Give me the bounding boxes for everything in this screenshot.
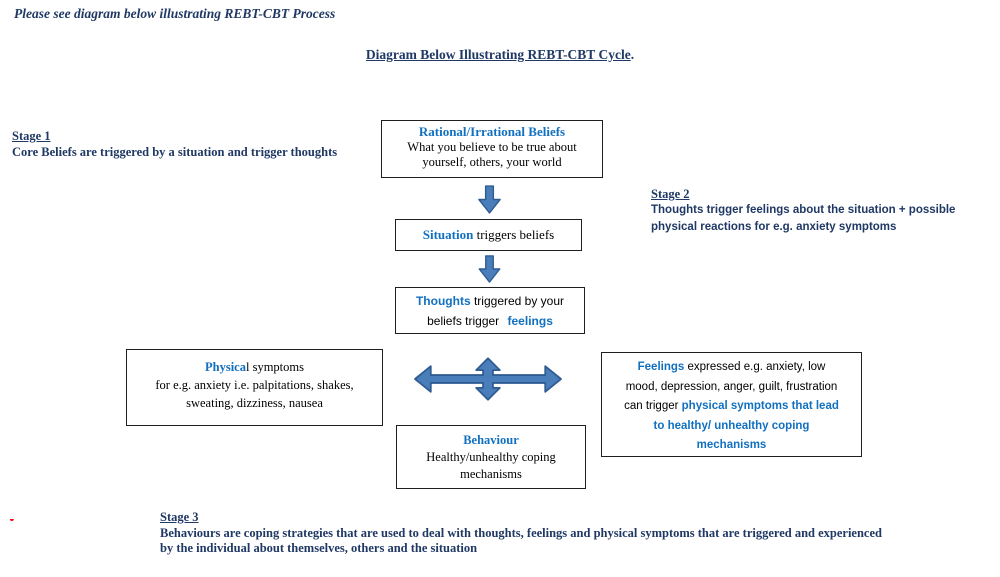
diagram-title: Diagram Below Illustrating REBT-CBT Cycl… [0,47,1000,63]
thoughts-box-keyword: feelings [507,314,553,328]
thoughts-box-line: beliefs trigger feelings [396,311,584,331]
thoughts-box-text: beliefs trigger [427,314,500,328]
stage1-label: Stage 1 [12,129,51,143]
stage1-note: Stage 1 Core Beliefs are triggered by a … [12,129,337,160]
stage1-line: Core Beliefs are triggered by a situatio… [12,144,338,159]
situation-box: Situation triggers beliefs [395,219,582,251]
stage2-line: Thoughts trigger feelings about the situ… [651,204,956,216]
diagram-title-period: . [630,47,635,62]
down-arrow-icon [478,185,501,214]
physical-symptoms-box: Physical symptoms for e.g. anxiety i.e. … [126,349,383,426]
behaviour-box-line: mechanisms [460,467,522,481]
beliefs-box-line: What you believe to be true about [407,139,577,154]
beliefs-box-title: Rational/Irrational Beliefs [382,124,602,140]
beliefs-box: Rational/Irrational Beliefs What you bel… [381,120,603,178]
feelings-box-highlight: mechanisms [696,439,767,451]
feelings-box: Feelings expressed e.g. anxiety, low moo… [601,352,862,457]
feelings-box-keyword: Feelings [637,361,685,373]
beliefs-box-line: yourself, others, your world [422,155,562,169]
physical-box-title: Physical symptoms [127,358,382,376]
behaviour-box: Behaviour Healthy/unhealthy coping mecha… [396,425,586,489]
feelings-box-highlight: physical symptoms that lead [681,400,839,412]
behaviour-box-title-text: Behaviour [463,433,519,447]
diagram-title-text: Diagram Below Illustrating REBT-CBT Cycl… [365,47,631,62]
physical-box-title-rest: l symptoms [245,360,304,374]
behaviour-box-line: Healthy/unhealthy coping [426,450,556,464]
thoughts-box: Thoughts triggered by your beliefs trigg… [395,287,585,334]
feelings-box-text: expressed e.g. anxiety, low [687,361,826,373]
situation-box-keyword: Situation [422,227,474,242]
stage2-note: Stage 2 Thoughts trigger feelings about … [651,186,955,235]
physical-box-title-blue: Physica [205,360,246,374]
stage3-note: Stage 3 Behaviours are coping strategies… [160,510,882,557]
thoughts-box-text: triggered by your [473,294,565,308]
feelings-box-highlight: to healthy/ unhealthy coping [653,419,810,432]
four-way-arrow-icon [414,357,562,401]
thoughts-box-keyword: Thoughts [415,294,471,308]
four-way-arrow-shape [414,357,562,401]
situation-box-line: Situation triggers beliefs [423,227,554,243]
beliefs-box-title-text: Rational/Irrational Beliefs [418,124,566,139]
stage2-label: Stage 2 [651,187,690,201]
physical-box-line: for e.g. anxiety i.e. palpitations, shak… [155,378,354,392]
feelings-box-line: Feelings expressed e.g. anxiety, low [602,358,861,378]
situation-box-rest: triggers beliefs [476,227,555,242]
feelings-box-line: mood, depression, anger, guilt, frustrat… [625,380,838,393]
stage3-line: by the individual about themselves, othe… [160,541,478,555]
feelings-box-line: can trigger physical symptoms that lead [602,397,861,417]
intro-text: Please see diagram below illustrating RE… [14,6,336,21]
down-arrow-shape [478,255,501,283]
stage3-line: Behaviours are coping strategies that ar… [160,525,882,540]
red-deletion-mark: - [10,514,14,526]
behaviour-box-title: Behaviour [397,432,585,449]
down-arrow-shape [478,185,501,214]
stage2-line: physical reactions for e.g. anxiety symp… [651,220,897,233]
feelings-box-text: can trigger [624,400,679,412]
stage3-label: Stage 3 [160,510,199,524]
down-arrow-icon [478,255,501,283]
thoughts-box-line: Thoughts triggered by your [396,291,584,311]
physical-box-line: sweating, dizziness, nausea [186,396,323,410]
